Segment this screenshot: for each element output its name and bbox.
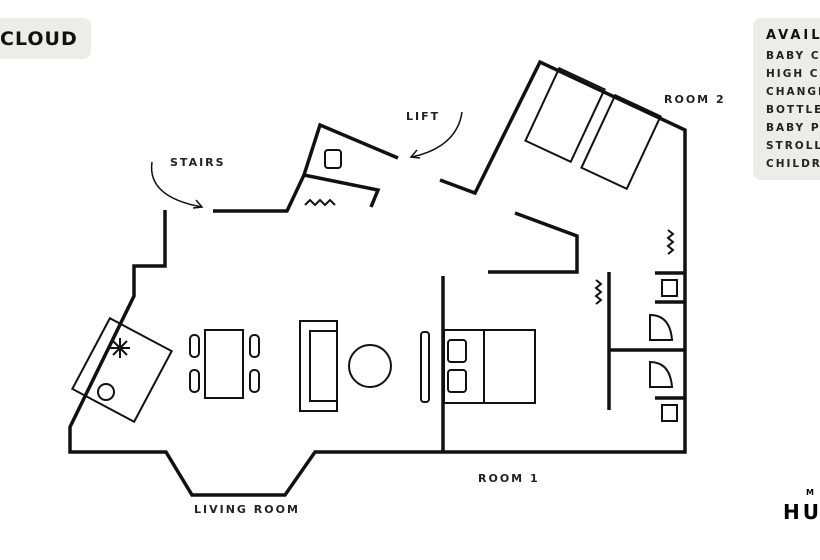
single-bed-1 — [524, 66, 606, 164]
coffee-table — [348, 344, 392, 388]
label-stairs: STAIRS — [170, 156, 226, 169]
label-lift: LIFT — [406, 110, 441, 123]
amenity-item: CHILDRE — [766, 158, 820, 170]
kitchen-counter — [70, 316, 174, 424]
label-room-1: ROOM 1 — [478, 472, 540, 485]
amenity-item: BABY PH — [766, 122, 820, 134]
apartment-title-badge: CLOUD — [0, 18, 91, 59]
furniture — [70, 66, 678, 424]
amenity-item: BOTTLE — [766, 104, 820, 116]
logo-top-text: M — [806, 488, 814, 497]
snowflake-icon — [110, 338, 130, 358]
amenity-item: HIGH CH — [766, 68, 820, 80]
label-room-2: ROOM 2 — [664, 93, 726, 106]
tv-unit — [420, 331, 430, 403]
arrows — [150, 111, 463, 209]
sofa — [299, 320, 338, 412]
walls — [68, 59, 687, 497]
single-bed-2 — [580, 93, 662, 191]
amenities-heading: AVAILA — [766, 28, 820, 43]
kettle-icon — [97, 383, 115, 401]
amenity-item: STROLLE — [766, 140, 820, 152]
heater-icons — [304, 198, 675, 305]
double-bed-room1 — [443, 329, 536, 404]
logo: HU — [783, 500, 820, 524]
dining-table — [204, 329, 244, 399]
amenities-panel: AVAILA BABY CO HIGH CH CHANGI BOTTLE BAB… — [753, 18, 820, 180]
label-living-room: LIVING ROOM — [194, 503, 300, 516]
lift-icon — [324, 149, 342, 169]
amenity-item: CHANGI — [766, 86, 820, 98]
bathroom-fixtures — [649, 279, 678, 422]
amenity-item: BABY CO — [766, 50, 820, 62]
apartment-title: CLOUD — [0, 28, 78, 50]
